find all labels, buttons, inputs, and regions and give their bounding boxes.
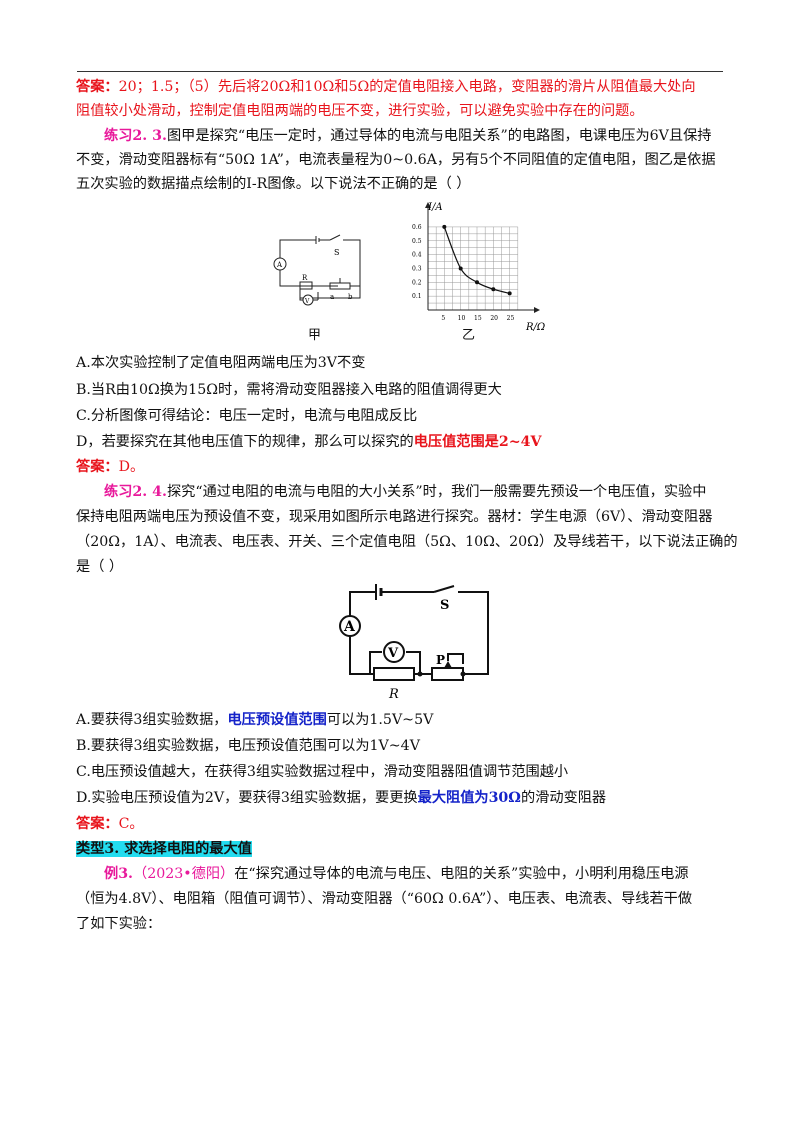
- voltmeter-label: V: [387, 646, 399, 661]
- q23-text: 图甲是探究“电压一定时，通过导体的电流与电阻关系”的电路图，电课电压为6V且保持: [166, 128, 712, 144]
- x-tick-label: 20: [490, 315, 498, 322]
- voltmeter-label: V: [304, 298, 310, 305]
- ex3-line-1: 例3.（2023•德阳）在“探究通过导体的电流与电压、电阻的关系”实验中，小明利…: [104, 866, 689, 882]
- switch-label: S: [334, 248, 339, 257]
- q23-line-3: 五次实验的数据描点绘制的I-R图像。以下说法不正确的是（ ）: [76, 176, 471, 192]
- x-tick-label: 15: [474, 315, 482, 322]
- resistor-label: R: [388, 687, 399, 702]
- slider-label: P: [436, 653, 445, 667]
- q24-line-4: 是（ ）: [76, 559, 124, 575]
- voltmeter-icon: [302, 294, 314, 306]
- q24-line-2: 保持电阻两端电压为预设值不变，现采用如图所示电路进行探究。器材：学生电源（6V）…: [76, 509, 713, 525]
- q24-option-c: C.电压预设值越大，在获得3组实验数据过程中，滑动变阻器阻值调节范围越小: [76, 764, 569, 780]
- ammeter-icon: [339, 615, 361, 637]
- ex3-source: （2023•德阳）: [133, 866, 235, 882]
- q24-option-a: A.要获得3组实验数据，电压预设值范围可以为1.5V~5V: [76, 712, 434, 728]
- y-tick-label: 0.4: [412, 252, 422, 259]
- q24-line-3: （20Ω，1A）、电流表、电压表、开关、三个定值电阻（5Ω、10Ω、20Ω）及导…: [76, 534, 738, 550]
- chart-ylabel: I/A: [427, 202, 443, 213]
- switch-label: S: [440, 598, 449, 613]
- voltmeter-icon: [383, 641, 405, 663]
- chart-xlabel: R/Ω: [525, 322, 545, 333]
- ammeter-label: A: [343, 619, 356, 635]
- answer-text: 20；1.5；（5）先后将20Ω和10Ω和5Ω的定值电阻接入电路，变阻器的滑片从…: [118, 79, 696, 95]
- q24-option-d: D.实验电压预设值为2V，要获得3组实验数据，要更换最大阻值为30Ω的滑动变阻器: [76, 790, 607, 806]
- q23-option-d-highlight: 电压值范围是2~4V: [413, 434, 542, 450]
- answer-top-line-2: 阻值较小处滑动，控制定值电阻两端的电压不变，进行实验，可以避免实验中存在的问题。: [76, 103, 644, 119]
- figure-jia-caption: 甲: [308, 328, 322, 343]
- figure-yi-caption: 乙: [462, 328, 476, 343]
- circuit-diagram-q24: A V S P R: [339, 584, 489, 702]
- ammeter-label: A: [276, 261, 283, 269]
- chart-grid: [425, 202, 540, 313]
- q23-option-d: D，若要探究在其他电压值下的规律，那么可以探究的电压值范围是2~4V: [76, 434, 542, 450]
- y-tick-label: 0.6: [412, 224, 422, 231]
- data-point: [442, 224, 447, 229]
- data-point: [458, 266, 463, 271]
- ex3-line-2: （恒为4.8V）、电阻箱（阻值可调节）、滑动变阻器（“60Ω 0.6A”）、电压…: [76, 891, 693, 907]
- q24-option-b: B.要获得3组实验数据，电压预设值范围可以为1V~4V: [76, 738, 420, 754]
- rheostat-end-a: a: [330, 293, 334, 301]
- ex3-label: 例3.: [104, 866, 133, 882]
- resistor-label: R: [302, 274, 308, 282]
- y-tick-label: 0.5: [412, 238, 422, 245]
- y-axis-arrow-icon: [425, 202, 431, 208]
- q24-line-1: 练习2. 4.探究“通过电阻的电流与电阻的大小关系”时，我们一般需要先预设一个电…: [104, 484, 707, 500]
- q23-option-c: C.分析图像可得结论：电压一定时，电流与电阻成反比: [76, 408, 418, 424]
- q23-label: 练习2. 3.: [104, 128, 167, 144]
- type3-heading: 类型3. 求选择电阻的最大值: [76, 841, 252, 857]
- y-tick-label: 0.2: [412, 279, 422, 286]
- q23-answer: 答案：D。: [76, 459, 145, 475]
- data-point: [475, 280, 479, 285]
- answer-top-line-1: 答案：20；1.5；（5）先后将20Ω和10Ω和5Ω的定值电阻接入电路，变阻器的…: [76, 77, 736, 97]
- data-point: [507, 291, 512, 296]
- ex3-line-3: 了如下实验：: [76, 916, 162, 932]
- i-r-chart: 5 10 15 20 25 0.1 0.2 0.3 0.4 0.5 0.6 I/A R/Ω: [412, 202, 545, 333]
- x-axis-arrow-icon: [534, 307, 540, 313]
- rheostat-end-b: b: [348, 293, 353, 301]
- q23-option-b: B.当R由10Ω换为15Ω时，需将滑动变阻器接入电路的阻值调得更大: [76, 382, 502, 398]
- q23-line-2: 不变，滑动变阻器标有“50Ω 1A”，电流表量程为0~0.6A，另有5个不同阻值…: [76, 152, 716, 168]
- answer-label: 答案：: [76, 79, 119, 95]
- x-tick-label: 10: [458, 315, 466, 322]
- q24-answer: 答案：C。: [76, 816, 144, 832]
- y-tick-label: 0.3: [412, 265, 422, 272]
- q24-option-a-highlight: 电压预设值范围: [227, 712, 327, 728]
- q23-line-1: 练习2. 3.图甲是探究“电压一定时，通过导体的电流与电阻关系”的电路图，电课电…: [104, 126, 764, 146]
- q24-option-d-highlight: 最大阻值为30Ω: [417, 790, 521, 806]
- x-tick-label: 25: [507, 315, 515, 322]
- header-rule: [77, 71, 723, 72]
- data-point: [491, 287, 496, 292]
- circuit-diagram-jia: A V S R a b: [273, 234, 361, 306]
- y-tick-label: 0.1: [412, 293, 422, 300]
- ammeter-icon: [273, 257, 287, 271]
- x-tick-label: 5: [441, 315, 445, 322]
- q23-option-a: A.本次实验控制了定值电阻两端电压为3V不变: [76, 355, 366, 371]
- q24-label: 练习2. 4.: [104, 484, 167, 500]
